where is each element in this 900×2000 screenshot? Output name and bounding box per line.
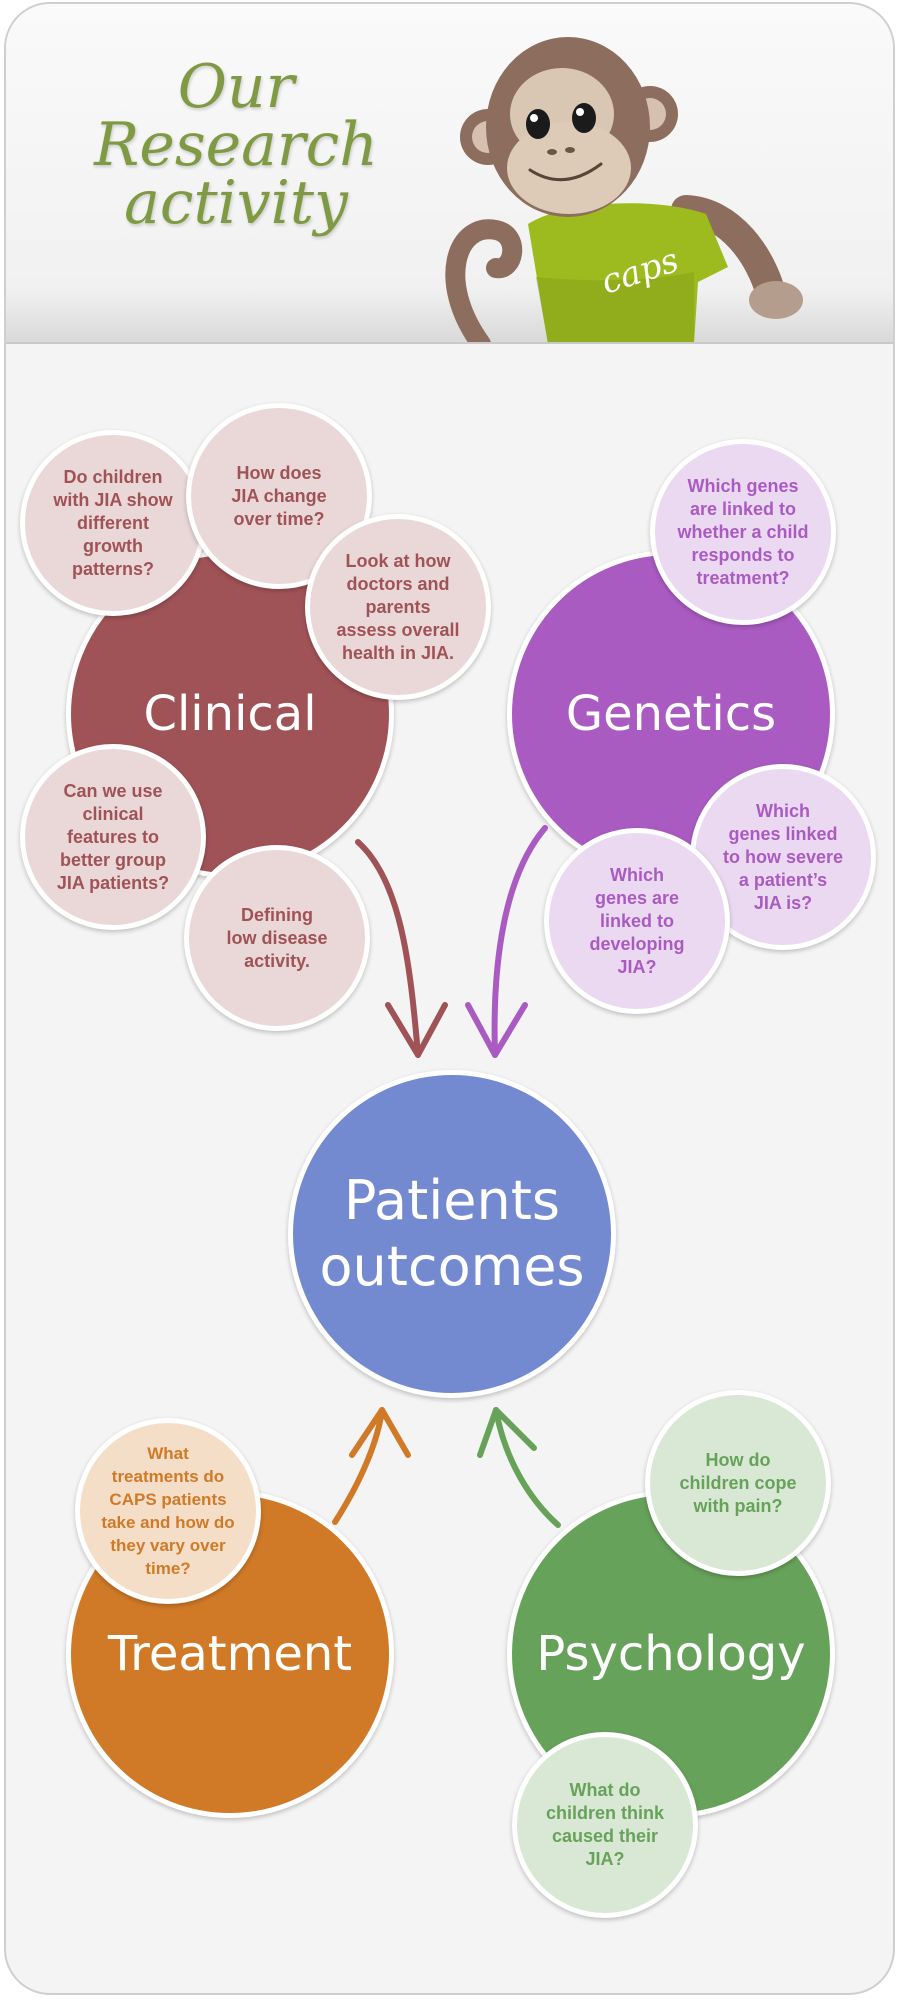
treatment-question-vary: What treatments do CAPS patients take an… <box>75 1418 261 1604</box>
patients-outcomes-circle: Patients outcomes <box>288 1070 616 1398</box>
patients-outcomes-label: Patients outcomes <box>319 1169 585 1298</box>
genetics-question-treatment: Which genes are linked to whether a chil… <box>650 439 836 625</box>
clinical-question-growth: Do children with JIA show different grow… <box>20 430 206 616</box>
clinical-question-low-activity: Defining low disease activity. <box>184 845 370 1031</box>
psychology-arrow-head <box>477 1407 537 1458</box>
title-line-3: activity <box>124 168 348 238</box>
clinical-question-group: Can we use clinical features to better g… <box>20 744 206 930</box>
clinical-question-assess: Look at how doctors and parents assess o… <box>305 514 491 700</box>
clinical-arrow-head <box>385 1002 448 1058</box>
psychology-arrow <box>493 1407 561 1528</box>
treatment-label: Treatment <box>107 1626 353 1682</box>
clinical-label: Clinical <box>143 686 317 742</box>
psychology-question-pain: How do children cope with pain? <box>645 1390 831 1576</box>
title-line-2: Research <box>94 110 378 180</box>
page-title: Our Research activity <box>76 52 396 238</box>
genetics-question-developing: Which genes are linked to developing JIA… <box>544 828 730 1014</box>
header-banner: Our Research activity caps <box>6 4 893 344</box>
genetics-arrow <box>491 825 548 1058</box>
genetics-arrow-head <box>465 1002 528 1058</box>
genetics-label: Genetics <box>565 686 777 742</box>
clinical-arrow <box>355 839 421 1058</box>
title-line-1: Our <box>177 52 295 122</box>
psychology-question-cause: What do children think caused their JIA? <box>512 1732 698 1918</box>
header-divider <box>6 342 893 344</box>
psychology-label: Psychology <box>536 1626 806 1682</box>
treatment-arrow <box>332 1407 385 1525</box>
treatment-arrow-head <box>349 1407 411 1458</box>
monkey-mascot-icon: caps <box>445 37 803 344</box>
